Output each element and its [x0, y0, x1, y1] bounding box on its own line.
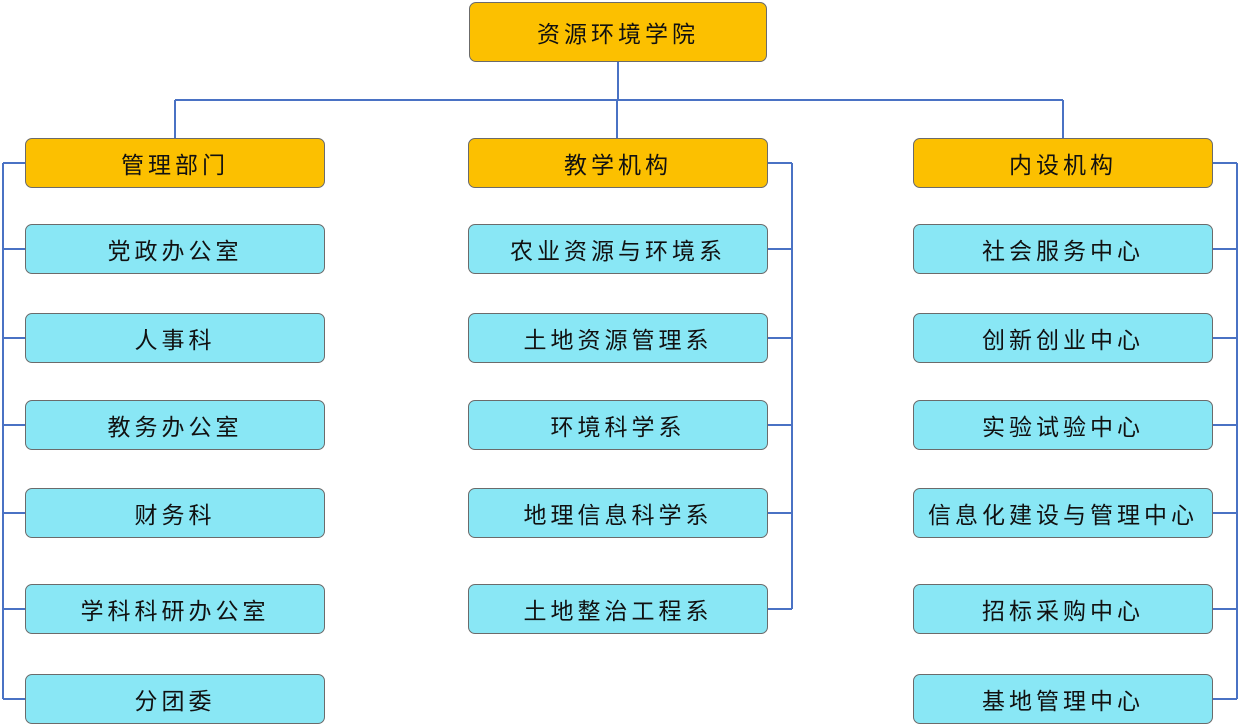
unit-label: 创新创业中心 — [982, 328, 1144, 354]
branch-label: 管理部门 — [121, 153, 229, 179]
unit-label: 土地资源管理系 — [523, 328, 713, 354]
unit-label: 土地整治工程系 — [523, 599, 713, 625]
unit-node: 土地资源管理系 — [468, 313, 768, 363]
unit-label: 实验试验中心 — [982, 415, 1144, 441]
unit-label: 党政办公室 — [107, 239, 243, 265]
unit-label: 分团委 — [134, 689, 216, 715]
unit-node: 创新创业中心 — [913, 313, 1213, 363]
unit-label: 招标采购中心 — [982, 599, 1144, 625]
unit-label: 信息化建设与管理中心 — [928, 503, 1198, 529]
unit-node: 环境科学系 — [468, 400, 768, 450]
unit-label: 社会服务中心 — [982, 239, 1144, 265]
unit-node: 基地管理中心 — [913, 674, 1213, 724]
unit-node: 学科科研办公室 — [25, 584, 325, 634]
unit-node: 社会服务中心 — [913, 224, 1213, 274]
unit-label: 学科科研办公室 — [80, 599, 270, 625]
unit-label: 人事科 — [134, 328, 216, 354]
unit-node: 招标采购中心 — [913, 584, 1213, 634]
unit-node: 信息化建设与管理中心 — [913, 488, 1213, 538]
unit-label: 教务办公室 — [107, 415, 243, 441]
unit-node: 地理信息科学系 — [468, 488, 768, 538]
unit-node: 实验试验中心 — [913, 400, 1213, 450]
branch-header-internal: 内设机构 — [913, 138, 1213, 188]
root-node: 资源环境学院 — [469, 2, 767, 62]
unit-node: 分团委 — [25, 674, 325, 724]
unit-node: 党政办公室 — [25, 224, 325, 274]
branch-label: 内设机构 — [1009, 153, 1117, 179]
branch-label: 教学机构 — [564, 153, 672, 179]
unit-label: 基地管理中心 — [982, 689, 1144, 715]
branch-header-teaching: 教学机构 — [468, 138, 768, 188]
root-label: 资源环境学院 — [537, 22, 699, 48]
unit-node: 财务科 — [25, 488, 325, 538]
unit-label: 地理信息科学系 — [523, 503, 713, 529]
unit-node: 农业资源与环境系 — [468, 224, 768, 274]
unit-label: 财务科 — [134, 503, 216, 529]
unit-node: 土地整治工程系 — [468, 584, 768, 634]
unit-node: 教务办公室 — [25, 400, 325, 450]
unit-node: 人事科 — [25, 313, 325, 363]
unit-label: 环境科学系 — [550, 415, 686, 441]
unit-label: 农业资源与环境系 — [510, 239, 726, 265]
branch-header-management: 管理部门 — [25, 138, 325, 188]
